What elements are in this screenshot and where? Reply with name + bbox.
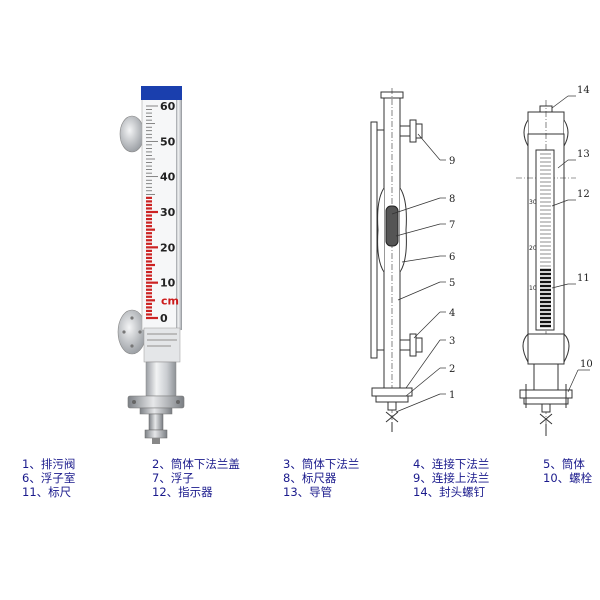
callout-number: 1 xyxy=(449,390,455,401)
float-chamber xyxy=(377,187,385,273)
legend-item: 9、连接上法兰 xyxy=(413,471,490,485)
legend-item: 11、标尺 xyxy=(22,485,72,499)
scale-label: 50 xyxy=(160,135,176,148)
side-scale-label: 10 xyxy=(529,285,537,292)
legend-item: 10、螺栓 xyxy=(543,471,593,485)
photo-red-indicator xyxy=(146,196,158,320)
callout-number: 7 xyxy=(449,220,455,231)
callout-number: 12 xyxy=(577,189,590,200)
callout-number: 5 xyxy=(449,278,455,289)
drain-valve xyxy=(148,413,164,431)
side-scale-ticks xyxy=(540,153,551,328)
callout-number: 4 xyxy=(449,308,455,319)
callout-number: 9 xyxy=(449,156,455,167)
side-leader-lines xyxy=(551,95,590,393)
callout-number: 13 xyxy=(577,149,590,160)
photo-scale-ticks xyxy=(146,105,158,195)
callout-number: 2 xyxy=(449,364,455,375)
scale-label: 20 xyxy=(160,241,176,254)
front-callouts: 9 8 7 6 5 4 3 2 1 xyxy=(449,156,455,401)
parts-legend: 1、排污阀 2、筒体下法兰盖 3、筒体下法兰 4、连接下法兰 5、筒体 6、浮子… xyxy=(0,455,600,515)
callout-number: 8 xyxy=(449,194,455,205)
side-scale-label: 30 xyxy=(529,199,537,206)
bottom-flange xyxy=(127,395,185,409)
scale-label: 10 xyxy=(160,277,176,290)
unit-label: cm xyxy=(161,294,179,307)
legend-item: 1、排污阀 xyxy=(22,457,76,471)
legend-item: 2、筒体下法兰盖 xyxy=(152,457,240,471)
blue-cap xyxy=(141,86,182,100)
side-callouts: 14 13 12 11 10 xyxy=(577,85,593,370)
legend-item: 8、标尺器 xyxy=(283,471,337,485)
callout-number: 6 xyxy=(449,252,455,263)
legend-item: 12、指示器 xyxy=(152,485,213,499)
side-view-drawing xyxy=(516,95,590,436)
legend-item: 7、浮子 xyxy=(152,471,194,485)
side-scale-label: 20 xyxy=(529,245,537,252)
front-scale-strip xyxy=(370,121,378,359)
float xyxy=(385,205,399,247)
lower-body-tube xyxy=(145,361,177,397)
upper-side-flange xyxy=(119,115,145,153)
callout-number: 11 xyxy=(577,273,590,284)
callout-number: 3 xyxy=(449,336,455,347)
legend-item: 5、筒体 xyxy=(543,457,585,471)
scale-label: 40 xyxy=(160,171,176,184)
legend-item: 13、导管 xyxy=(283,485,333,499)
side-scale-labels: 30 20 10 xyxy=(529,199,537,292)
front-view-drawing xyxy=(370,88,446,432)
photo-scale-labels: 60 50 40 30 20 10 0 cm xyxy=(160,100,179,325)
legend-item: 3、筒体下法兰 xyxy=(283,457,360,471)
legend-item: 4、连接下法兰 xyxy=(413,457,490,471)
callout-number: 10 xyxy=(580,359,593,370)
front-leader-lines xyxy=(391,133,446,413)
scale-panel xyxy=(141,97,181,331)
legend-item: 14、封头螺钉 xyxy=(413,485,486,499)
scale-label: 60 xyxy=(160,100,176,113)
gauge-photo: 60 50 40 30 20 10 0 cm xyxy=(117,86,185,444)
scale-label: 30 xyxy=(160,206,176,219)
scale-label: 0 xyxy=(160,312,168,325)
legend-item: 6、浮子室 xyxy=(22,471,76,485)
callout-number: 14 xyxy=(577,85,590,96)
